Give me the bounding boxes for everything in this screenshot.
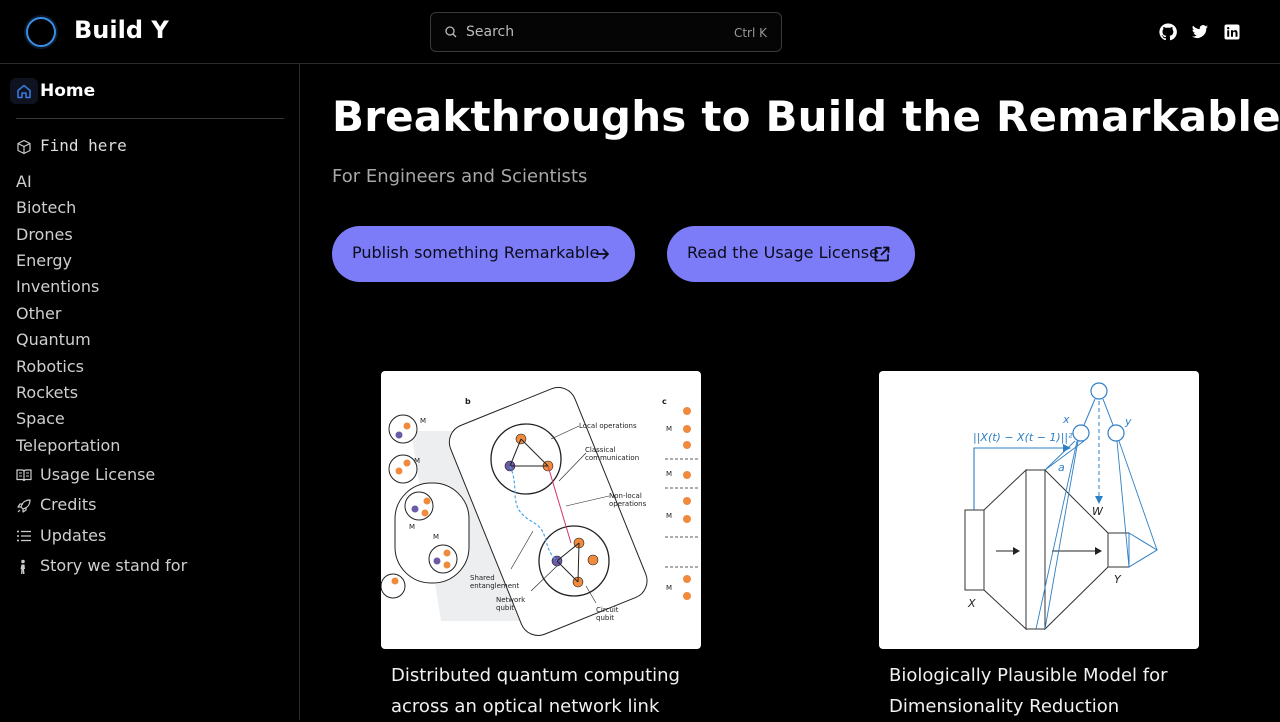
sidebar-category-robotics[interactable]: Robotics [16, 357, 84, 376]
find-here-label: Find here [40, 136, 127, 155]
card-title-quantum[interactable]: Distributed quantum computing across an … [391, 665, 680, 717]
brand-name[interactable]: Build Y [74, 16, 169, 44]
sidebar-category-teleportation[interactable]: Teleportation [16, 436, 121, 455]
svg-text:Classical: Classical [585, 446, 615, 454]
top-bar: Build Y Search Ctrl K [0, 0, 1280, 64]
search-input[interactable]: Search Ctrl K [430, 12, 782, 52]
svg-text:M: M [666, 584, 672, 592]
sidebar-category-inventions[interactable]: Inventions [16, 277, 100, 296]
cube-icon [17, 139, 31, 155]
svg-text:a: a [1058, 461, 1065, 474]
sidebar-item-label: Home [40, 81, 96, 101]
github-icon[interactable] [1158, 22, 1178, 42]
usage-license-button[interactable]: Read the Usage License [667, 226, 915, 282]
sidebar-divider [16, 118, 284, 119]
svg-text:communication: communication [585, 454, 639, 462]
linkedin-icon[interactable] [1222, 22, 1242, 42]
person-icon [20, 559, 25, 574]
sidebar-category-other[interactable]: Other [16, 304, 62, 323]
list-icon [17, 530, 31, 542]
sidebar-item-credits[interactable]: Credits [16, 494, 276, 518]
svg-text:Circuit: Circuit [596, 606, 619, 614]
card-image-dimensionality[interactable]: .bl { font-family: "DejaVu Sans", sans-s… [879, 371, 1199, 649]
svg-text:W: W [1092, 505, 1104, 518]
sidebar-category-ai[interactable]: AI [16, 172, 32, 191]
neural-network-diagram: .bl { font-family: "DejaVu Sans", sans-s… [964, 382, 1158, 631]
search-shortcut: Ctrl K [733, 26, 767, 40]
sidebar-item-usage-license[interactable]: Usage License [16, 464, 276, 488]
page-subtitle: For Engineers and Scientists [332, 166, 588, 187]
sidebar-category-biotech[interactable]: Biotech [16, 198, 77, 217]
sidebar-item-label: Credits [40, 495, 97, 514]
twitter-icon[interactable] [1190, 22, 1210, 42]
svg-text:X: X [967, 597, 976, 610]
svg-text:qubit: qubit [496, 604, 514, 612]
svg-text:M: M [433, 533, 439, 541]
svg-text:Local operations: Local operations [579, 422, 637, 430]
svg-text:operations: operations [609, 500, 647, 508]
card-title-dimensionality[interactable]: Biologically Plausible Model for Dimensi… [889, 665, 1168, 717]
sidebar-item-label: Story we stand for [40, 556, 188, 575]
svg-text:M: M [420, 417, 426, 425]
sidebar-item-label: Usage License [40, 465, 156, 484]
svg-text:Shared: Shared [470, 574, 495, 582]
svg-text:M: M [409, 523, 415, 531]
sidebar: Home Find here AI Biotech Drones Energy … [0, 64, 300, 720]
home-icon [10, 78, 38, 104]
rocket-icon [17, 499, 31, 513]
external-link-icon [874, 246, 890, 262]
svg-text:b: b [465, 397, 471, 406]
card-image-quantum[interactable]: .lb { font-family: "DejaVu Sans", sans-s… [381, 371, 701, 649]
sidebar-category-drones[interactable]: Drones [16, 225, 73, 244]
svg-text:||X(t) − X(t − 1)||²: ||X(t) − X(t − 1)||² [973, 431, 1073, 444]
svg-text:Network: Network [496, 596, 526, 604]
svg-text:y: y [1124, 415, 1132, 428]
publish-button-label: Publish something Remarkable [352, 243, 600, 262]
publish-button[interactable]: Publish something Remarkable [332, 226, 635, 282]
sidebar-category-energy[interactable]: Energy [16, 251, 73, 270]
svg-text:x: x [1062, 413, 1070, 426]
sidebar-category-rockets[interactable]: Rockets [16, 383, 79, 402]
sidebar-item-updates[interactable]: Updates [16, 525, 276, 549]
svg-text:Non-local: Non-local [609, 492, 642, 500]
usage-license-button-label: Read the Usage License [687, 243, 879, 262]
svg-text:qubit: qubit [596, 614, 614, 622]
sidebar-item-home[interactable]: Home [8, 76, 284, 106]
search-icon [445, 26, 457, 38]
svg-text:M: M [666, 470, 672, 478]
svg-text:M: M [666, 425, 672, 433]
sidebar-item-label: Updates [40, 526, 107, 545]
logo-icon[interactable] [26, 17, 56, 47]
arrow-right-icon [596, 248, 609, 260]
svg-text:entanglement: entanglement [470, 582, 519, 590]
search-placeholder: Search [466, 24, 515, 40]
book-icon [16, 469, 32, 482]
svg-text:M: M [414, 457, 420, 465]
quantum-network-diagram: .lb { font-family: "DejaVu Sans", sans-s… [381, 386, 699, 636]
svg-text:c: c [662, 397, 667, 406]
sidebar-category-quantum[interactable]: Quantum [16, 330, 91, 349]
svg-text:Y: Y [1114, 573, 1122, 586]
sidebar-category-space[interactable]: Space [16, 409, 65, 428]
sidebar-item-story[interactable]: Story we stand for [16, 555, 276, 579]
svg-text:M: M [666, 512, 672, 520]
page-title: Breakthroughs to Build the Remarkable [332, 92, 1280, 141]
